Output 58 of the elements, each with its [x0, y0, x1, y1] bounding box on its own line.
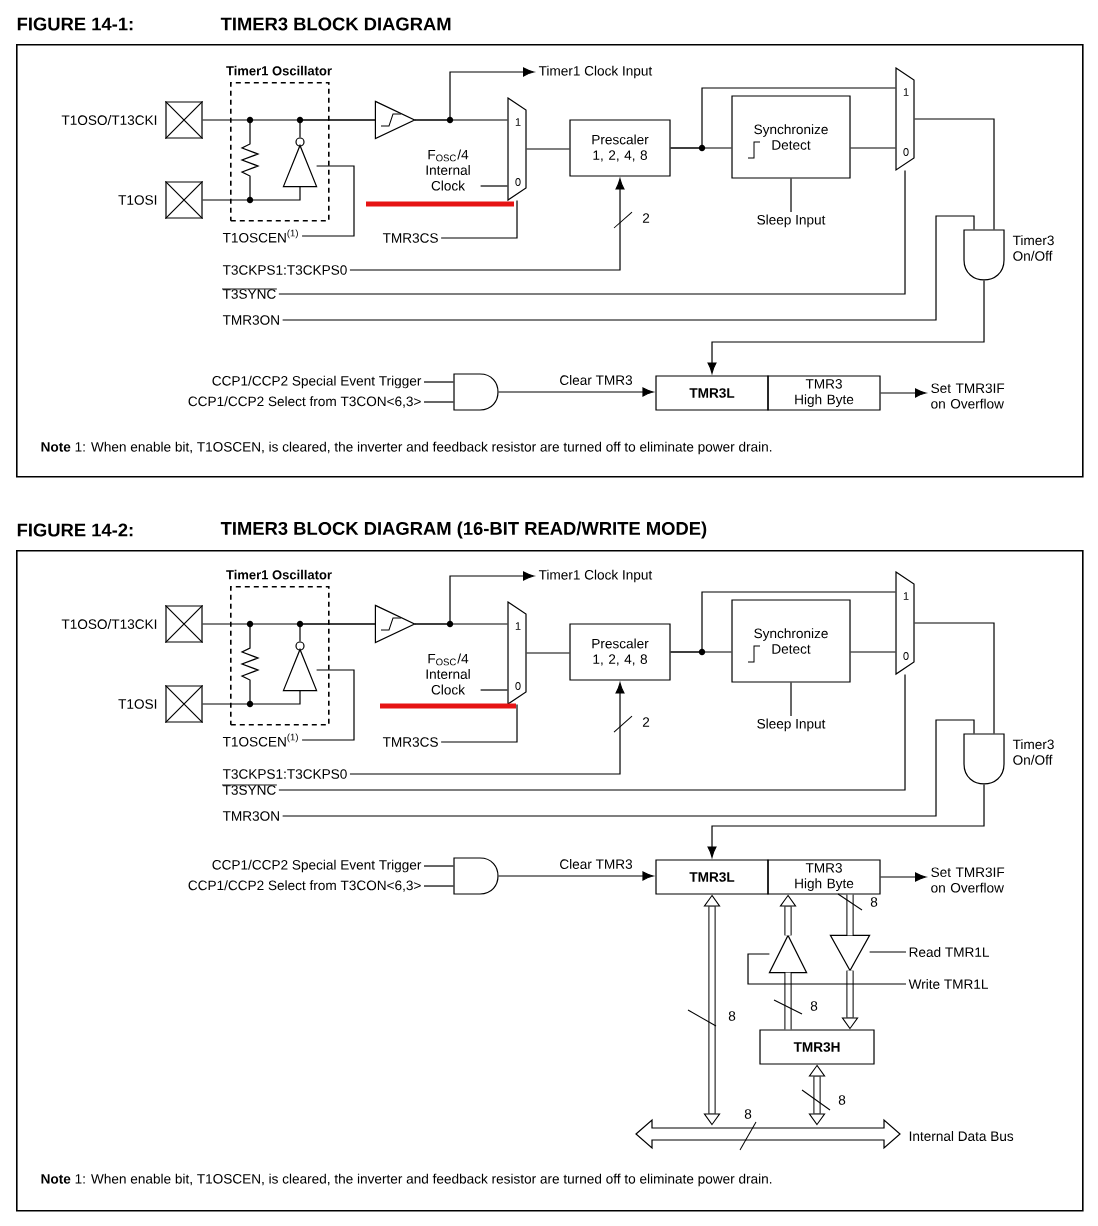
signal-line	[278, 170, 906, 295]
signal-line	[202, 186, 301, 201]
signal-line	[850, 651, 896, 653]
signal-line	[301, 669, 355, 741]
signal-arrow	[880, 388, 927, 398]
signal-line	[670, 147, 732, 149]
buffer-symbol	[374, 100, 416, 140]
and-gate	[453, 373, 499, 411]
signal-line	[440, 704, 518, 743]
signal-line	[278, 674, 906, 791]
signal-line	[301, 165, 355, 237]
signal-arrow	[349, 682, 625, 775]
signal-line	[526, 148, 570, 150]
signal-arrow	[414, 571, 535, 625]
signal-line	[440, 200, 518, 239]
buffer-symbol	[829, 934, 871, 972]
signal-arrow	[414, 67, 535, 121]
signal-line	[670, 651, 732, 653]
signal-line	[202, 690, 301, 705]
inverter-symbol	[282, 137, 318, 188]
signal-line	[480, 689, 508, 691]
buffer-symbol	[374, 604, 416, 644]
signal-arrow	[498, 387, 654, 397]
bus-line	[779, 895, 797, 936]
inverter-symbol	[282, 641, 318, 692]
buffer-symbol	[768, 934, 808, 974]
signal-arrow	[349, 178, 625, 271]
signal-line	[526, 652, 570, 654]
signal-arrow	[707, 784, 985, 858]
bus-line	[808, 1065, 826, 1126]
signal-arrow	[707, 280, 985, 374]
signal-line	[869, 951, 907, 953]
figure-title: TIMER3 BLOCK DIAGRAM	[220, 17, 451, 31]
signal-line	[790, 682, 792, 717]
signal-arrow	[880, 872, 927, 882]
and-gate	[453, 857, 499, 895]
signal-line	[747, 953, 907, 985]
bus-line	[784, 972, 792, 1030]
bus-line	[841, 970, 859, 1030]
signal-line	[423, 401, 454, 403]
signal-line	[423, 865, 454, 867]
signal-line	[282, 215, 975, 321]
figure-title: TIMER3 BLOCK DIAGRAM (16-BIT READ/WRITE MODE)	[220, 521, 707, 539]
signal-line	[282, 719, 975, 817]
bus-line	[703, 895, 721, 1126]
signal-arrow	[498, 871, 654, 881]
signal-line	[790, 178, 792, 213]
figure-number: FIGURE 14-2:	[17, 523, 133, 537]
signal-line	[914, 622, 995, 734]
signal-line	[299, 119, 376, 138]
signal-line	[299, 623, 376, 642]
signal-line	[480, 185, 508, 187]
signal-line	[914, 118, 995, 230]
signal-line	[423, 381, 454, 383]
bus-line	[846, 894, 854, 936]
signal-line	[850, 147, 896, 149]
figure-number: FIGURE 14-1:	[17, 17, 133, 31]
signal-line	[423, 885, 454, 887]
